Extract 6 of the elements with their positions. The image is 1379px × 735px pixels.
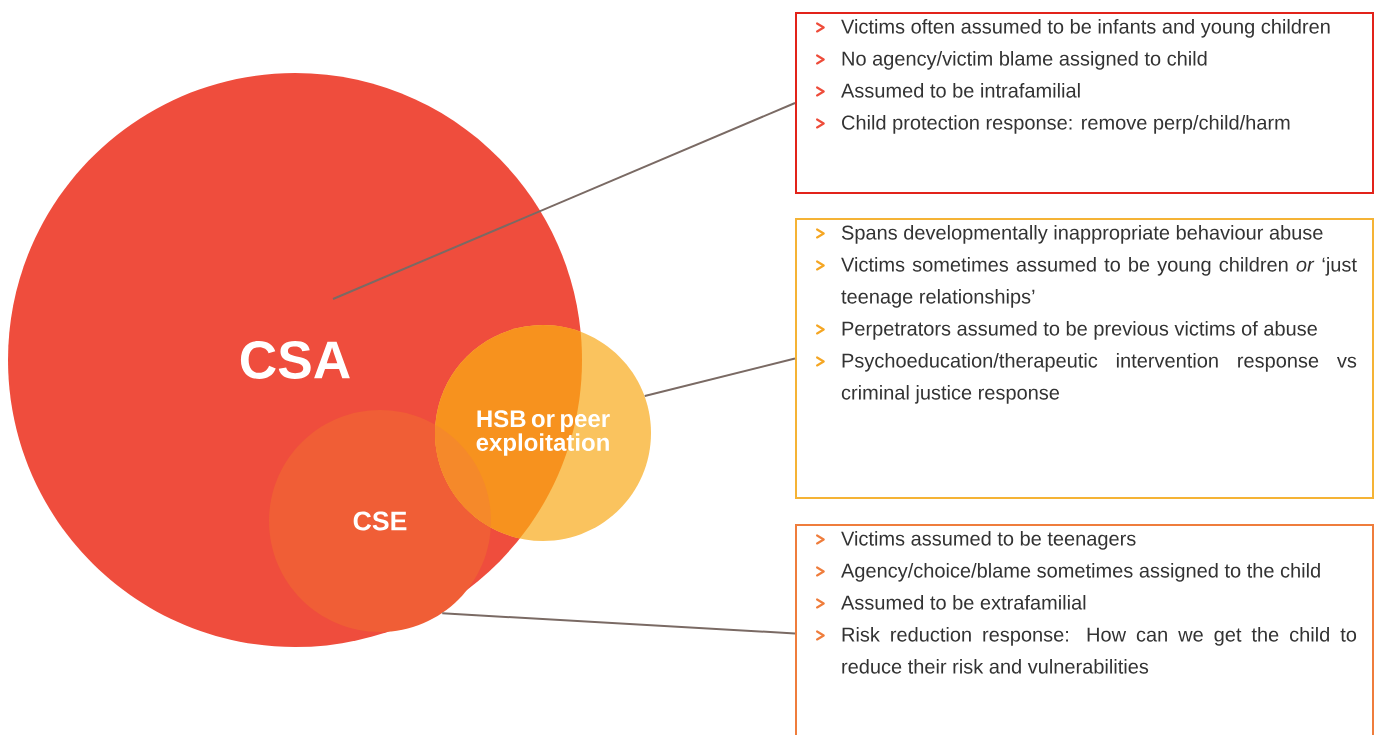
leader-line	[643, 357, 796, 397]
bullet-box: Spans developmentally inappropriate behaviour abuse Victims sometimes assumed to be young children or ‘just teenage relationships’ Perpetrators assumed to be previous victims of abuse Psychoeducation/therapeutic intervention response vs criminal justice response	[795, 218, 1374, 499]
bullet-box: Victims often assumed to be infants and young children No agency/victim blame assigned to child Assumed to be intrafamilial Child protection response: remove perp/child/harm	[795, 12, 1374, 194]
bullet-box: Victims assumed to be teenagers Agency/choice/blame sometimes assigned to the child Assumed to be extrafamilial Risk reduction response: How can we get the child to reduce their risk and vulnerabilities	[795, 524, 1374, 735]
leader-line	[441, 612, 796, 635]
leader-line	[332, 102, 796, 300]
